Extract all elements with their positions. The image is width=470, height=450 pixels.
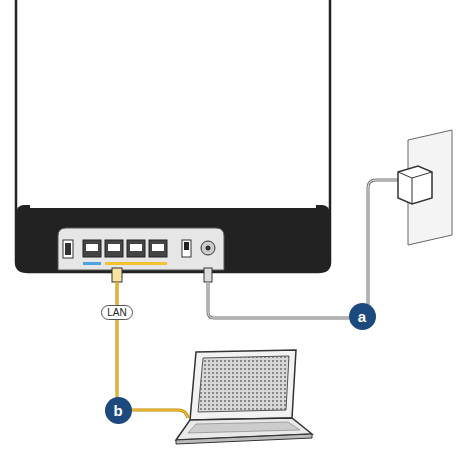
cable-tag: LAN	[101, 305, 132, 320]
cable-label: LAN	[107, 307, 126, 318]
callout-letter: a	[358, 308, 366, 325]
callout-letter: b	[113, 402, 122, 419]
callout-number: a	[349, 303, 376, 330]
callout-number: b	[105, 397, 132, 424]
